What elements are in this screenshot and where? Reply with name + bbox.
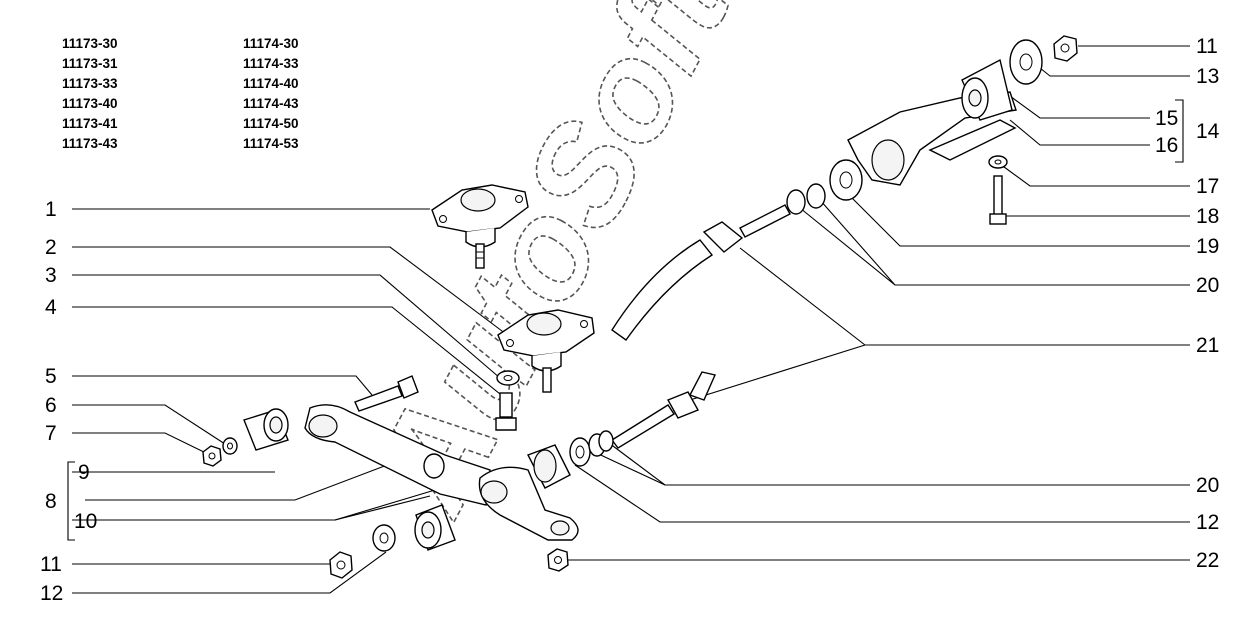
callout-5: 5 xyxy=(45,365,57,388)
bolt-18 xyxy=(989,175,1007,225)
washer-12-right xyxy=(569,437,591,467)
callout-18: 18 xyxy=(1196,205,1219,228)
ball-joint-upper xyxy=(431,184,529,269)
callout-13: 13 xyxy=(1196,65,1219,88)
model-code: 11174-43 xyxy=(243,96,299,111)
callout-19: 19 xyxy=(1196,235,1219,258)
callout-11-left: 11 xyxy=(40,553,62,576)
callout-10: 10 xyxy=(74,510,97,533)
bushing-small xyxy=(243,408,289,451)
model-code: 11174-50 xyxy=(243,116,299,131)
callout-7: 7 xyxy=(45,422,57,445)
washers-20-upper xyxy=(786,183,826,215)
bushing-20-lower xyxy=(588,430,614,457)
model-code: 11173-33 xyxy=(62,76,118,91)
nut-22 xyxy=(547,548,569,572)
washer-12-left xyxy=(372,524,396,552)
model-list-left: 11173-30 11173-31 11173-33 11173-40 1117… xyxy=(62,34,118,154)
bolt-5 xyxy=(354,375,419,412)
nut-7 xyxy=(202,445,222,467)
model-code: 11174-53 xyxy=(243,136,299,151)
model-code: 11173-30 xyxy=(62,36,118,51)
model-code: 11173-40 xyxy=(62,96,118,111)
ball-joint-lower xyxy=(497,309,595,393)
model-code: 11173-41 xyxy=(62,116,118,131)
callout-22: 22 xyxy=(1196,549,1219,572)
nut-11-right xyxy=(1053,35,1078,62)
washer-6 xyxy=(222,437,238,455)
washer-19 xyxy=(829,159,863,201)
callout-numbers: 1 2 3 4 5 6 7 9 8 10 11 12 11 13 15 14 1… xyxy=(40,35,1220,605)
callout-16: 16 xyxy=(1155,134,1178,157)
leader-lines xyxy=(67,45,1190,594)
callout-4: 4 xyxy=(45,296,57,319)
arm-knuckle xyxy=(478,444,579,541)
callout-15: 15 xyxy=(1155,107,1178,130)
callout-9: 9 xyxy=(78,461,90,484)
callout-12-left: 12 xyxy=(40,582,63,605)
model-list-right: 11174-30 11174-33 11174-40 11174-43 1117… xyxy=(243,34,299,154)
callout-17: 17 xyxy=(1196,175,1219,198)
lower-arm xyxy=(304,404,491,506)
model-code: 11174-33 xyxy=(243,56,299,71)
callout-20-upper: 20 xyxy=(1196,274,1219,297)
model-code: 11174-30 xyxy=(243,36,299,51)
callout-8: 8 xyxy=(45,490,57,513)
bolt-4 xyxy=(495,392,517,431)
model-code: 11173-43 xyxy=(62,136,118,151)
washer-17 xyxy=(988,155,1008,169)
callout-3: 3 xyxy=(45,264,57,287)
callout-2: 2 xyxy=(45,236,57,259)
model-code: 11173-31 xyxy=(62,56,118,71)
stabilizer-bar xyxy=(610,204,791,449)
washer-3 xyxy=(496,370,520,386)
callout-14: 14 xyxy=(1196,120,1220,143)
washer-13 xyxy=(1009,39,1043,85)
callout-12-right: 12 xyxy=(1196,511,1219,534)
bushing-lower xyxy=(414,504,456,551)
callout-20-lower: 20 xyxy=(1196,474,1219,497)
callout-1: 1 xyxy=(45,198,57,221)
callout-21: 21 xyxy=(1196,334,1219,357)
callout-6: 6 xyxy=(45,394,57,417)
nut-11-left xyxy=(329,551,353,579)
bushing-15 xyxy=(961,58,1013,121)
model-code: 11174-40 xyxy=(243,76,299,91)
callout-11-right: 11 xyxy=(1196,35,1218,58)
